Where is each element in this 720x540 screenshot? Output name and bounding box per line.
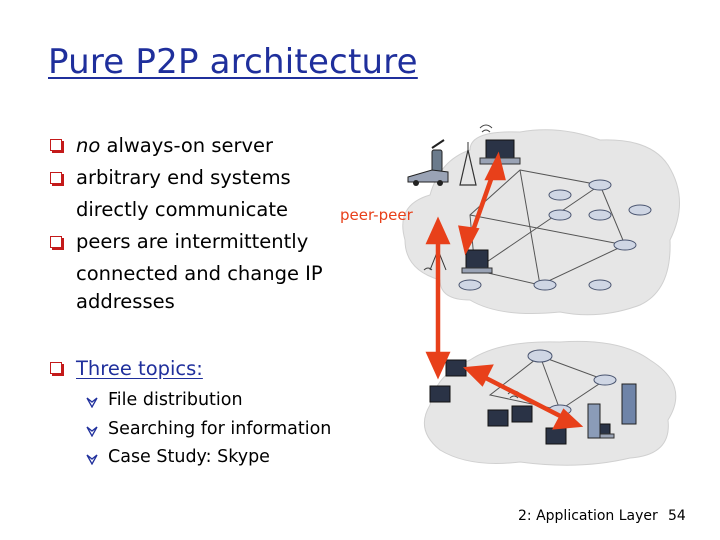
bullet-marker bbox=[50, 362, 62, 374]
topic-item: Searching for information bbox=[108, 419, 332, 439]
bullet-text: no always-on server bbox=[76, 134, 274, 157]
bullet-text: arbitrary end systems bbox=[76, 166, 291, 189]
page-number: 54 bbox=[668, 508, 686, 524]
antenna-icon bbox=[459, 142, 477, 186]
sub-bullet-icon bbox=[86, 397, 98, 408]
bullet-marker bbox=[50, 139, 62, 151]
bullet-text: peers are intermittently bbox=[76, 230, 309, 253]
bullet-text: directly communicate bbox=[76, 198, 288, 221]
topic-item: Case Study: Skype bbox=[108, 447, 270, 467]
bullet-marker bbox=[50, 172, 62, 184]
footer-label: 2: Application Layer bbox=[518, 508, 658, 524]
bullet-marker bbox=[50, 236, 62, 248]
diagram-label: peer-peer bbox=[340, 206, 413, 224]
car-icon bbox=[407, 169, 449, 186]
sub-bullet-icon bbox=[86, 426, 98, 437]
server-tower-icon bbox=[587, 383, 637, 439]
topics-heading: Three topics: bbox=[76, 357, 203, 380]
bullet-text: connected and change IP bbox=[76, 262, 323, 285]
peer-arrow bbox=[425, 151, 584, 430]
bullet-text: addresses bbox=[76, 290, 175, 313]
sub-bullet-icon bbox=[86, 454, 98, 465]
page-title: Pure P2P architecture bbox=[48, 42, 418, 82]
router-icon bbox=[458, 179, 652, 291]
cell-phone-icon bbox=[431, 139, 445, 173]
topic-item: File distribution bbox=[108, 390, 243, 410]
desktop-computer-icon bbox=[429, 359, 567, 445]
